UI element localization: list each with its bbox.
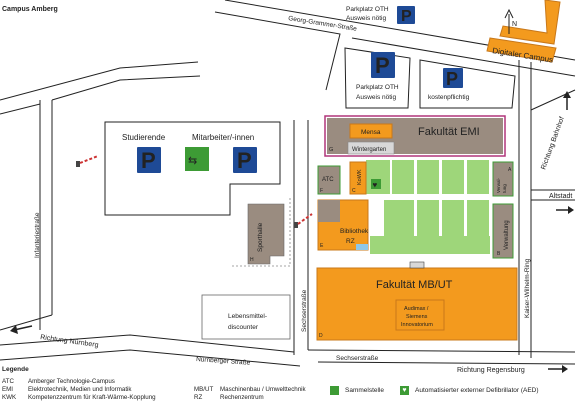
- library-label-2: RZ: [346, 238, 355, 245]
- letter-d: D: [319, 333, 323, 339]
- arrow-altstadt-icon: [556, 206, 574, 214]
- parking-paid-label: kostenpflichtig: [428, 94, 470, 101]
- atc-building: [317, 165, 341, 195]
- legend-aed: ♥ Automatisierter externer Defibrillator…: [400, 386, 539, 395]
- staff-label: Mitarbeiter/-innen: [192, 133, 254, 142]
- svg-text:P: P: [375, 53, 390, 78]
- direction-nuernberg: Richtung Nürnberg: [40, 334, 99, 349]
- lebensmittel-outline: [201, 294, 291, 340]
- parking-lot-outline: [104, 121, 281, 216]
- digital-campus-main: [486, 37, 557, 63]
- letter-a: A: [508, 167, 512, 173]
- parking-mid-label-2: Ausweis nötig: [356, 94, 396, 101]
- digital-campus-building: [499, 0, 561, 45]
- audimax-label-3: Innovatorium: [401, 322, 433, 328]
- street-kaiser-wilhelm: Kaiser-Wilhelm-Ring: [524, 258, 531, 318]
- direction-bahnhof: Richtung Bahnhof: [540, 116, 566, 171]
- parking-sign-paid: P: [443, 68, 463, 89]
- svg-text:⇆: ⇆: [188, 155, 197, 167]
- mensa-building: [349, 123, 393, 139]
- parking-sign-top: P: [397, 6, 415, 25]
- north-arrow-icon: N: [504, 8, 517, 34]
- lebensmittel-label-1: Lebensmittel-: [228, 313, 267, 320]
- faculty-emi-label: Fakultät EMI: [418, 126, 480, 138]
- legend-title: Legende: [2, 366, 29, 373]
- wintergarten-label: Wintergarten: [352, 147, 386, 153]
- letter-c: C: [352, 188, 356, 194]
- letter-e: E: [320, 243, 324, 249]
- letter-h: H: [250, 257, 254, 263]
- mensa-label: Mensa: [361, 129, 381, 136]
- lebensmittel-label-2: discounter: [228, 324, 259, 331]
- atc-label: ATC: [322, 177, 334, 183]
- aed-icon: [371, 179, 381, 189]
- faculty-mbut-label: Fakultät MB/UT: [376, 279, 453, 291]
- library-label-1: Bibliothek: [340, 228, 369, 235]
- letter-g: G: [329, 147, 333, 153]
- campus-boundary: [232, 198, 291, 267]
- street-nuernberger: Nürnberger Straße: [196, 356, 251, 367]
- direction-altstadt: Altstadt: [549, 193, 572, 200]
- barrier-icon-right: [294, 213, 313, 228]
- parking-sign-students: P: [137, 147, 161, 173]
- kwk-building: [349, 161, 367, 195]
- kwk-label: KoWK: [357, 169, 363, 185]
- verwaltung-a-label-2: tung: [502, 184, 507, 193]
- green-courtyard: [366, 160, 490, 254]
- letter-b: B: [497, 251, 501, 257]
- arrow-regensburg-icon: [548, 365, 568, 373]
- verwaltung-b-building: [492, 203, 514, 259]
- map-title: Campus Amberg: [2, 6, 58, 13]
- aed-icon: ♥: [400, 386, 409, 395]
- legend-assembly: Sammelstelle: [330, 386, 384, 395]
- svg-text:P: P: [446, 69, 458, 89]
- arrow-nuernberg-icon: [10, 325, 33, 334]
- street-network: [0, 0, 576, 367]
- gate-marker: [409, 261, 425, 269]
- sporthalle-building: [247, 203, 285, 265]
- letter-f: F: [320, 188, 323, 194]
- audimax-building: [395, 299, 445, 331]
- audimax-label-2: Siemens: [406, 314, 428, 320]
- parking-top-label-1: Parkplatz OTH: [346, 6, 389, 13]
- svg-text:P: P: [401, 8, 412, 25]
- sporthalle-label: Sporthalle: [257, 222, 264, 252]
- assembly-point-icon: [330, 386, 339, 395]
- parking-sign-staff: P: [233, 147, 257, 173]
- verwaltung-a-label-1: Verwal-: [496, 177, 501, 193]
- street-sechser-bottom: Sechserstraße: [336, 355, 379, 362]
- direction-regensburg: Richtung Regensburg: [457, 367, 525, 374]
- audimax-label-1: Audimax /: [404, 306, 429, 312]
- verwaltung-b-label: Verwaltung: [504, 220, 510, 250]
- faculty-emi-area: [324, 115, 506, 157]
- parking-mid-label-1: Parkplatz OTH: [356, 84, 399, 91]
- svg-text:P: P: [141, 148, 156, 173]
- library-courtyard: [318, 200, 340, 222]
- parking-top-label-2: Ausweis nötig: [346, 15, 386, 22]
- students-label: Studierende: [122, 133, 166, 142]
- verwaltung-a-building: [492, 161, 514, 197]
- barrier-icon-left: [76, 155, 99, 167]
- street-sechser-vertical: Sechserstraße: [301, 289, 308, 332]
- assembly-point-icon: ⇆: [185, 147, 209, 171]
- street-infanterie: Infanteriestraße: [34, 212, 41, 258]
- svg-text:N: N: [512, 21, 517, 28]
- svg-text:P: P: [237, 148, 252, 173]
- aed-heart: ♥: [373, 181, 378, 190]
- wintergarten-building: [347, 141, 395, 155]
- arrow-bahnhof-icon: [563, 91, 571, 110]
- water-feature: [356, 244, 368, 250]
- parking-sign-mid: P: [371, 52, 395, 78]
